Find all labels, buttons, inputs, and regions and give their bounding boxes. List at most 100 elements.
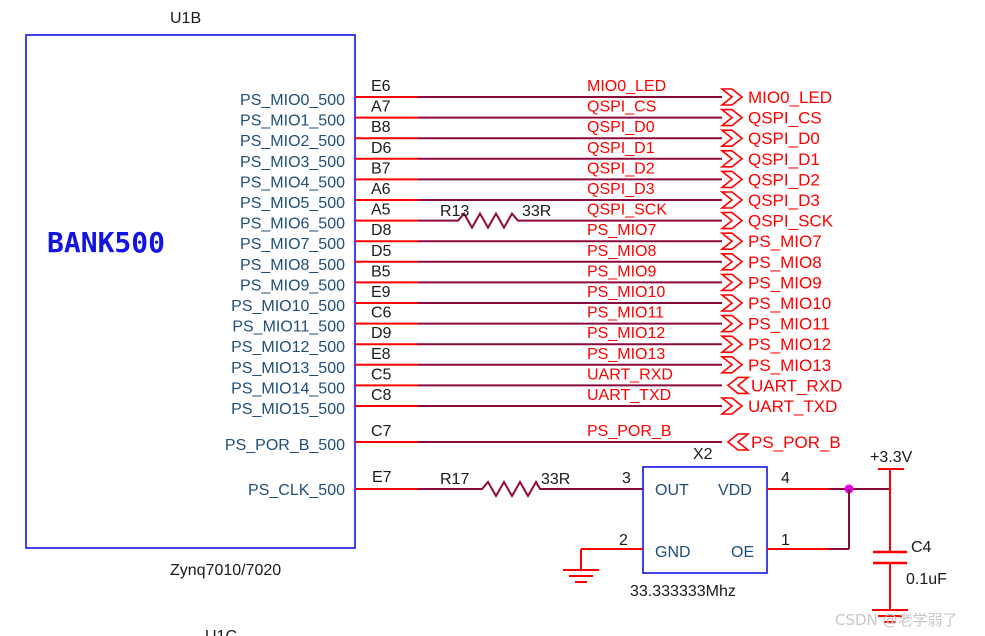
pin-name: PS_MIO5_500: [240, 195, 345, 212]
port-label: UART_TXD: [748, 397, 837, 416]
ball-id: D9: [371, 325, 392, 342]
net-label: PS_MIO9: [587, 263, 656, 280]
ground-icon: [872, 609, 908, 623]
port-label: UART_RXD: [751, 376, 842, 395]
port-label: QSPI_SCK: [748, 212, 834, 231]
u1b-ref: U1B: [170, 10, 201, 27]
ball-id: E6: [371, 78, 391, 95]
pin-name: PS_MIO2_500: [240, 133, 345, 150]
offpage-connector-icon: [719, 170, 744, 189]
port-label: PS_MIO13: [748, 356, 831, 375]
offpage-connector-icon: [719, 314, 744, 333]
r17-ref: R17: [440, 471, 469, 488]
oscillator-body: [642, 466, 768, 574]
offpage-connector-icon: [719, 294, 744, 312]
port-label: QSPI_D2: [748, 170, 820, 189]
net-label: QSPI_CS: [587, 99, 656, 116]
bank-title: BANK500: [47, 226, 165, 259]
pin-name: PS_MIO8_500: [240, 257, 345, 274]
offpage-connector-icon: [719, 211, 744, 230]
clock-circuit: E7 R17 33R 3 X2 OUT VDD GND OE 33.333333…: [355, 446, 890, 600]
offpage-connector-icon: [719, 273, 744, 292]
port-label: QSPI_D3: [748, 191, 820, 210]
net-label: PS_MIO11: [587, 305, 664, 322]
cap-ref: C4: [911, 539, 932, 556]
port-label: PS_MIO9: [748, 273, 822, 292]
clk-ball: E7: [372, 469, 392, 486]
pin-name: PS_MIO6_500: [240, 216, 345, 233]
ball-id: E8: [371, 346, 391, 363]
osc-pin-out: OUT: [655, 482, 689, 499]
pin-name: PS_MIO14_500: [231, 380, 345, 397]
pin-name: PS_MIO15_500: [231, 401, 345, 418]
ball-id: E9: [371, 284, 391, 301]
pin-name: PS_MIO13_500: [231, 360, 345, 377]
net-label: PS_MIO8: [587, 243, 656, 260]
port-label: PS_MIO7: [748, 232, 822, 251]
net-label: QSPI_D1: [587, 140, 655, 157]
ball-id: B5: [371, 263, 391, 280]
pin-name: PS_CLK_500: [248, 482, 345, 499]
offpage-connector-icon: [719, 335, 744, 354]
net-label: PS_MIO10: [587, 284, 665, 301]
ball-id: C8: [371, 387, 392, 404]
power-rail-label: +3.3V: [870, 449, 913, 466]
ball-id: A7: [371, 99, 391, 116]
osc-num-out: 3: [622, 470, 631, 487]
osc-pin-vdd: VDD: [718, 482, 752, 499]
offpage-connector-icon: [719, 191, 744, 209]
r17-value: 33R: [541, 471, 570, 488]
net-label: PS_POR_B: [587, 423, 671, 440]
net-label: PS_MIO12: [587, 325, 665, 342]
offpage-connector-icon: [719, 88, 744, 106]
pin-name: PS_MIO4_500: [240, 174, 345, 191]
r13-ref: R13: [440, 203, 469, 220]
port-label: PS_MIO8: [748, 253, 822, 272]
osc-pin-oe: OE: [731, 544, 754, 561]
net-label: QSPI_D2: [587, 160, 655, 177]
osc-num-oe: 1: [781, 532, 790, 549]
pin-name: PS_MIO1_500: [240, 113, 345, 130]
net-label: MIO0_LED: [587, 78, 666, 95]
offpage-connector-icon: [719, 355, 744, 374]
watermark: CSDN @老学弱了: [835, 611, 958, 629]
net-label: QSPI_D3: [587, 181, 655, 198]
pin-name: PS_MIO9_500: [240, 277, 345, 294]
ball-id: D8: [371, 222, 392, 239]
offpage-connector-icon: [719, 253, 744, 271]
r17-resistor: [418, 479, 643, 499]
r13-value: 33R: [522, 203, 551, 220]
pin-name: PS_MIO3_500: [240, 154, 345, 171]
net-label: UART_TXD: [587, 387, 671, 404]
pin-name: PS_MIO10_500: [231, 298, 345, 315]
ball-id: C7: [371, 423, 392, 440]
ball-id: A6: [371, 181, 391, 198]
port-label: PS_MIO10: [748, 294, 831, 313]
pin-name: PS_MIO7_500: [240, 236, 345, 253]
port-label: PS_MIO12: [748, 335, 831, 354]
offpage-connector-icon: [719, 108, 744, 127]
u1b-part: Zynq7010/7020: [170, 562, 281, 579]
port-label: QSPI_CS: [748, 109, 822, 128]
cap-value: 0.1uF: [906, 571, 947, 588]
offpage-connector-icon: [719, 232, 744, 250]
offpage-connector-icon: [719, 150, 744, 168]
power-section: +3.3V C4 0.1uF: [870, 449, 947, 623]
port-label: QSPI_D1: [748, 150, 820, 169]
osc-frequency: 33.333333Mhz: [630, 583, 736, 600]
port-label: PS_MIO11: [748, 315, 830, 334]
ball-id: C6: [371, 305, 392, 322]
ground-icon: [563, 569, 599, 583]
ball-id: A5: [371, 202, 391, 219]
net-label: QSPI_D0: [587, 119, 655, 136]
net-label: PS_MIO13: [587, 346, 665, 363]
net-label: QSPI_SCK: [587, 202, 667, 219]
port-label: MIO0_LED: [748, 88, 832, 107]
ball-id: C5: [371, 366, 392, 383]
pin-name: PS_POR_B_500: [225, 437, 345, 454]
osc-pin-gnd: GND: [655, 544, 691, 561]
osc-ref: X2: [693, 446, 713, 463]
osc-num-gnd: 2: [619, 532, 628, 549]
